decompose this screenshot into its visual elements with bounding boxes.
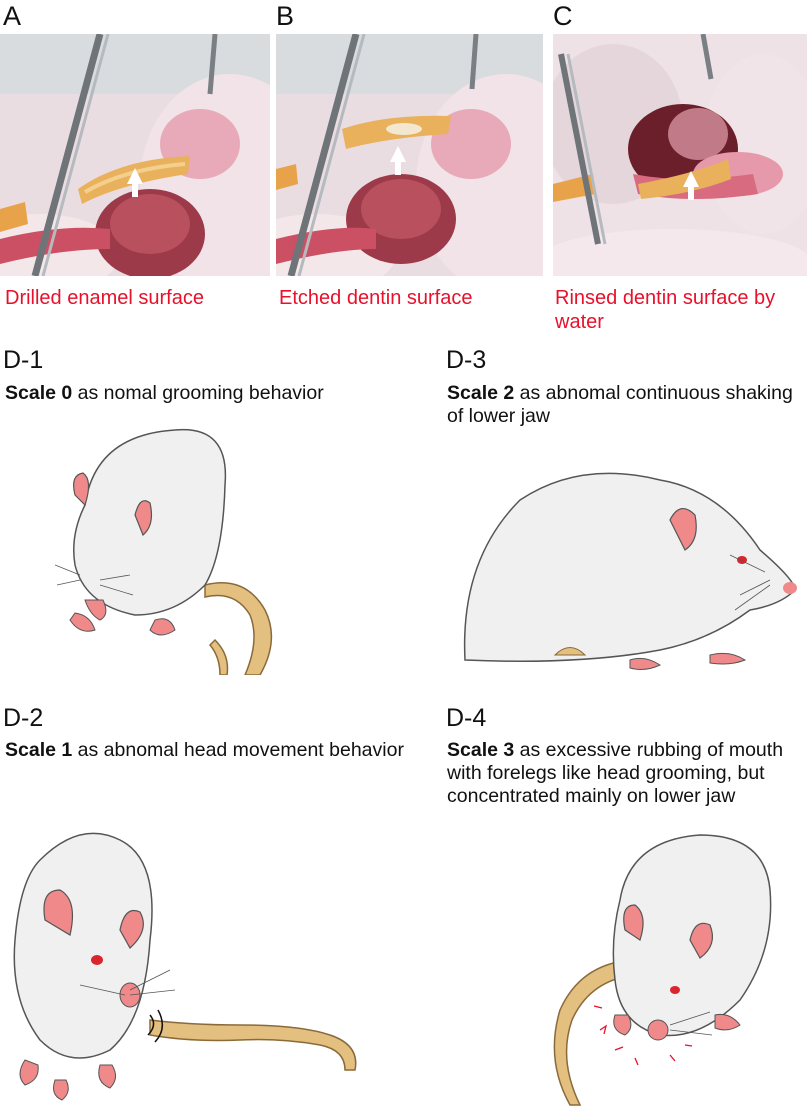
photo-b-etched-dentin: [276, 34, 543, 276]
caption-b: Etched dentin surface: [279, 287, 473, 309]
rat-illustration-d3-jaw-shaking: [460, 460, 805, 675]
label-d2: D-2: [3, 704, 44, 732]
text-d3: as abnomal continuous shaking of lower j…: [447, 382, 793, 427]
white-arrow-icon: [127, 168, 143, 197]
desc-d4: Scale 3 as excessive rubbing of mouth wi…: [447, 739, 797, 808]
white-arrow-icon: [683, 171, 699, 200]
scale-d4: Scale 3: [447, 739, 515, 761]
desc-d2: Scale 1 as abnomal head movement behavio…: [5, 739, 405, 762]
label-d3: D-3: [446, 346, 487, 374]
label-d1: D-1: [3, 346, 44, 374]
caption-c: Rinsed dentin surface by water: [555, 287, 776, 333]
desc-d3: Scale 2 as abnomal continuous shaking of…: [447, 382, 802, 428]
rat-illustration-d2-head-movement: [0, 820, 370, 1110]
panel-letter-b: B: [276, 1, 295, 31]
caption-a: Drilled enamel surface: [5, 287, 204, 309]
rat-illustration-d4-jaw-rubbing: [540, 830, 780, 1110]
text-d4: as excessive rubbing of mouth with forel…: [447, 739, 784, 807]
text-d1: as nomal grooming behavior: [72, 382, 324, 404]
desc-d1: Scale 0 as nomal grooming behavior: [5, 382, 415, 405]
panel-letter-a: A: [3, 1, 22, 31]
text-d2: as abnomal head movement behavior: [72, 739, 404, 761]
scale-d3: Scale 2: [447, 382, 515, 404]
scale-d2: Scale 1: [5, 739, 73, 761]
photo-c-rinsed-dentin: [553, 34, 807, 276]
panel-letter-c: C: [553, 1, 573, 31]
rat-illustration-d1-grooming: [55, 425, 325, 675]
label-d4: D-4: [446, 704, 487, 732]
photo-a-drilled-enamel: [0, 34, 270, 276]
scale-d1: Scale 0: [5, 382, 73, 404]
white-arrow-icon: [390, 146, 406, 175]
